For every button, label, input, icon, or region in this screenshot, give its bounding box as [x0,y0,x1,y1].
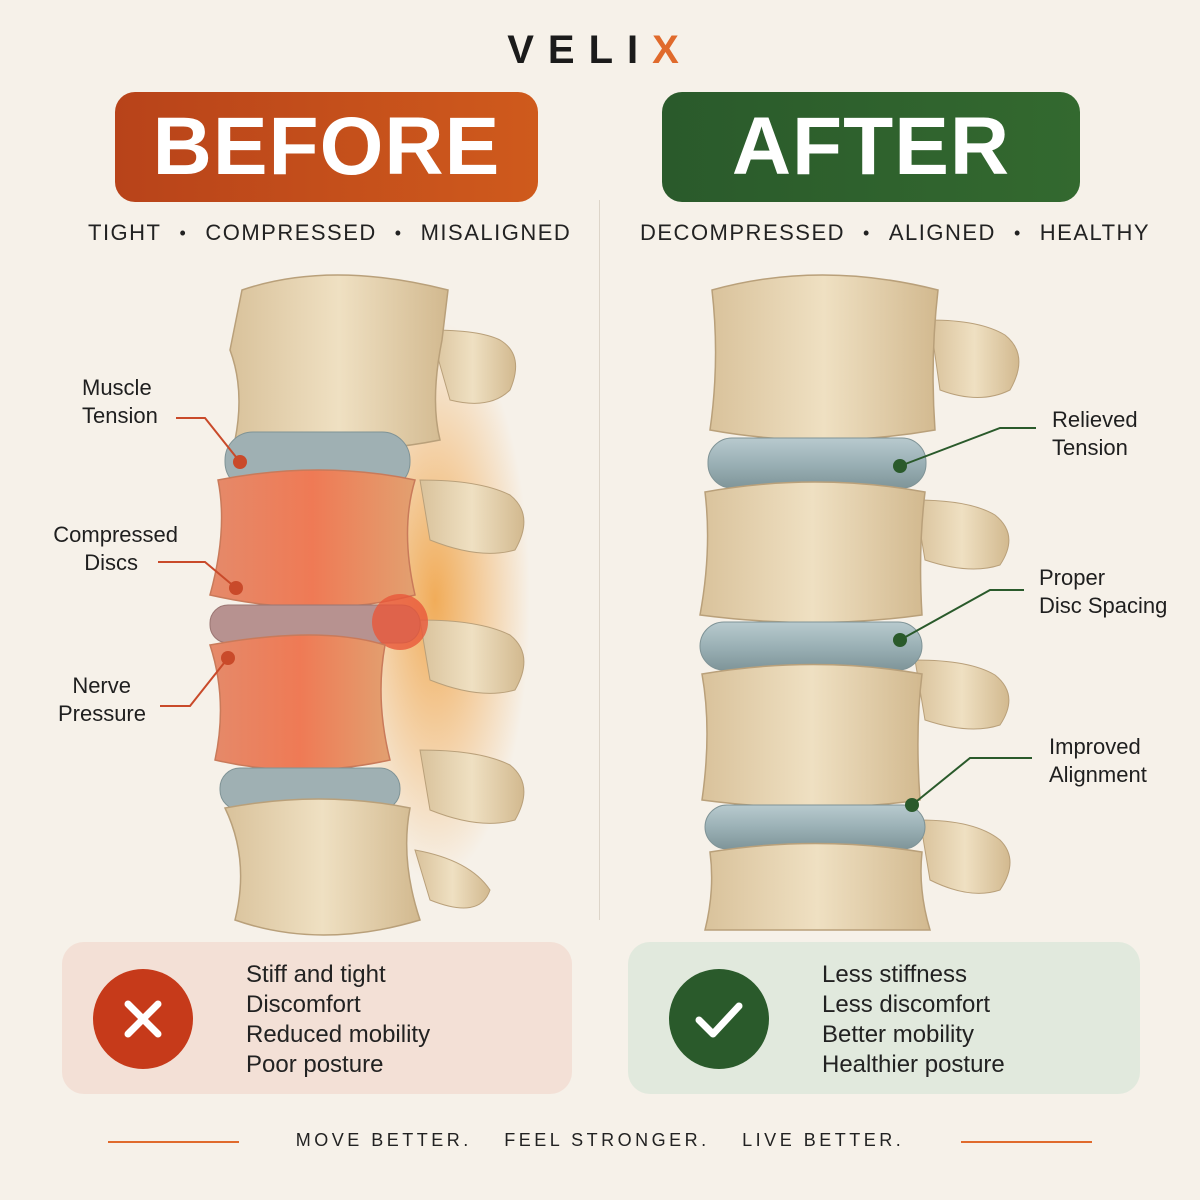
slogan-part: MOVE BETTER. [295,1130,472,1150]
callout-line: Muscle [82,375,152,400]
callout-line: Disc Spacing [1039,593,1168,618]
footer-slogan: MOVE BETTER. FEEL STRONGER. LIVE BETTER. [0,1130,1200,1151]
callout-muscle-tension: Muscle Tension [82,374,158,430]
list-item: Less discomfort [822,991,991,1018]
bullet-dot: • [179,222,188,243]
list-item: Stiff and tight [246,961,386,988]
callout-line: Tension [1052,435,1128,460]
after-tag: HEALTHY [1039,220,1151,245]
center-divider [599,200,600,920]
callout-line: Proper [1039,565,1106,590]
callout-improved-alignment: Improved Alignment [1049,733,1147,789]
callout-compressed-discs: Compressed Discs [20,521,178,577]
callout-line: Tension [82,403,158,428]
callout-line: Relieved [1052,407,1138,432]
brand-accent-letter: X [652,28,693,72]
before-banner: BEFORE [115,92,538,202]
check-icon [669,969,769,1069]
list-item: Healthier posture [822,1051,1005,1078]
spine-before-illustration [209,274,530,936]
bullet-dot: • [1013,222,1022,243]
brand-logo: VELIX [0,28,1200,73]
after-tag: DECOMPRESSED [640,220,846,245]
callout-proper-disc-spacing: Proper Disc Spacing [1039,564,1167,620]
bullet-dot: • [394,222,403,243]
callout-relieved-tension: Relieved Tension [1052,406,1138,462]
before-tag: COMPRESSED [205,220,377,245]
list-item: Reduced mobility [246,1021,431,1048]
callout-lines [158,417,1036,812]
before-title: BEFORE [152,101,501,192]
callout-line: Nerve [72,673,131,698]
callout-line: Alignment [1049,762,1147,787]
after-benefits-list: Less stiffness Less discomfort Better mo… [822,960,1005,1080]
after-tag: ALIGNED [888,220,996,245]
after-tags: DECOMPRESSED • ALIGNED • HEALTHY [640,220,1150,246]
before-symptoms-list: Stiff and tight Discomfort Reduced mobil… [246,960,430,1080]
x-icon [93,969,193,1069]
spine-after-illustration [699,274,1020,931]
list-item: Poor posture [246,1051,384,1078]
callout-line: Pressure [57,701,146,726]
list-item: Less stiffness [822,961,967,988]
callout-line: Compressed [53,522,178,547]
before-tags: TIGHT • COMPRESSED • MISALIGNED [88,220,571,246]
slogan-part: LIVE BETTER. [742,1130,905,1150]
after-banner: AFTER [662,92,1080,202]
footer-rule-right [961,1141,1092,1143]
callout-line: Discs [84,550,138,575]
slogan-part: FEEL STRONGER. [504,1130,710,1150]
callout-nerve-pressure: Nerve Pressure [20,672,146,728]
before-tag: TIGHT [88,220,162,245]
list-item: Discomfort [246,991,361,1018]
after-title: AFTER [731,101,1011,192]
footer-rule-left [108,1141,239,1143]
callout-line: Improved [1049,734,1141,759]
bullet-dot: • [863,222,871,243]
brand-name: VELI [507,28,653,72]
before-tag: MISALIGNED [420,220,572,245]
list-item: Better mobility [822,1021,975,1048]
